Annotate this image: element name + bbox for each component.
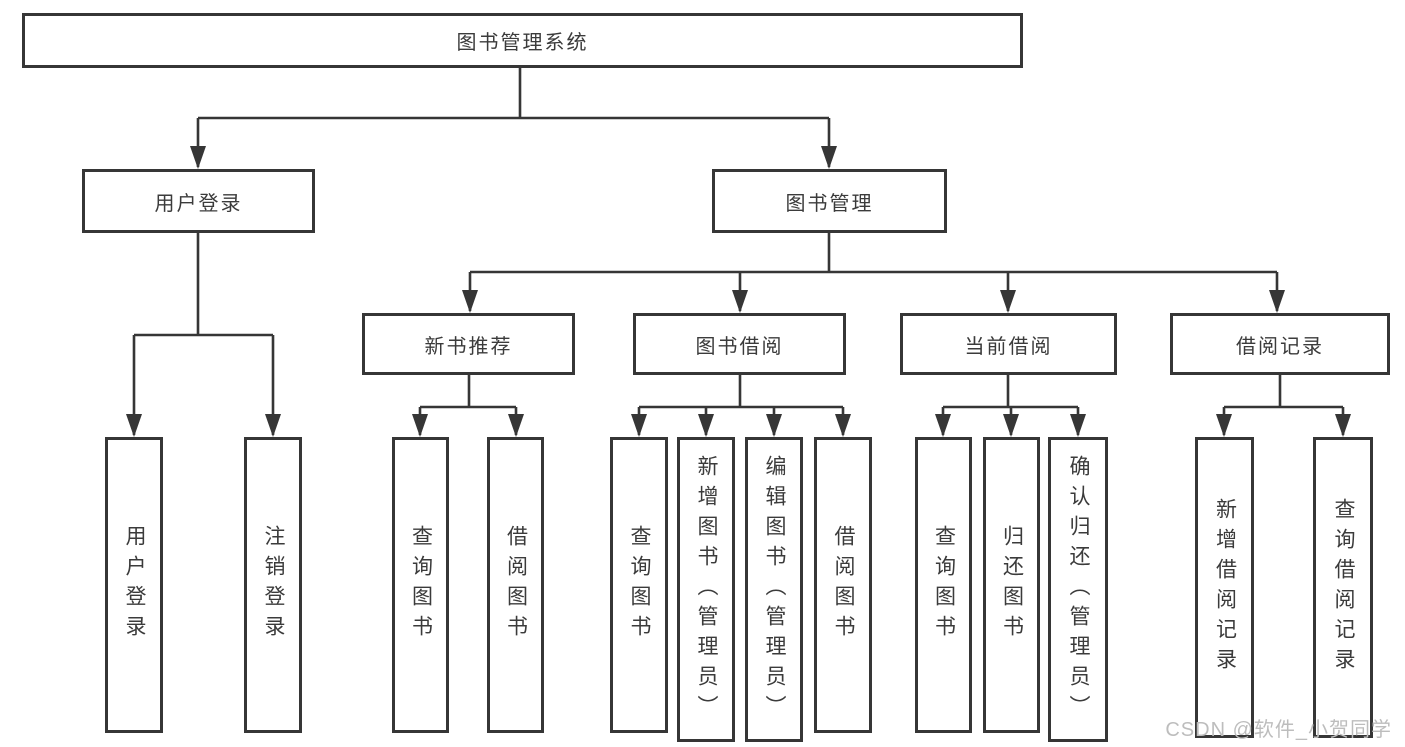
leaf-logout: 注销登录 xyxy=(244,437,302,733)
leaf-label: 查询图书 xyxy=(932,525,956,645)
leaf-current-confirm-return-admin: 确认归还（管理员） xyxy=(1048,437,1108,742)
leaf-label: 查询图书 xyxy=(628,525,651,645)
leaf-newbook-borrow-books: 借阅图书 xyxy=(487,437,544,733)
arrowheads xyxy=(126,146,1351,437)
connector-user-login xyxy=(132,233,275,435)
node-root: 图书管理系统 xyxy=(22,13,1023,68)
leaf-label: 借阅图书 xyxy=(504,525,528,645)
leaf-newbook-query-books: 查询图书 xyxy=(392,437,449,733)
leaf-user-login: 用户登录 xyxy=(105,437,163,733)
leaf-borrow-query-books: 查询图书 xyxy=(610,437,668,733)
leaf-label: 归还图书 xyxy=(1000,525,1024,645)
leaf-label: 查询借阅记录 xyxy=(1332,497,1355,678)
leaf-current-query-books: 查询图书 xyxy=(915,437,972,733)
connector-records xyxy=(1222,375,1345,435)
connector-book-mgmt xyxy=(468,233,1279,311)
leaf-label: 用户登录 xyxy=(123,525,146,645)
node-current-borrow: 当前借阅 xyxy=(900,313,1117,375)
leaf-current-return-books: 归还图书 xyxy=(983,437,1040,733)
node-book-borrow: 图书借阅 xyxy=(633,313,846,375)
leaf-label: 新增借阅记录 xyxy=(1213,497,1237,678)
node-new-book-recommend: 新书推荐 xyxy=(362,313,575,375)
connector-book-borrow xyxy=(637,375,845,435)
connector-new-book xyxy=(418,375,518,435)
leaf-label: 确认归还（管理员） xyxy=(1067,454,1090,725)
node-borrow-records: 借阅记录 xyxy=(1170,313,1390,375)
leaf-records-query-record: 查询借阅记录 xyxy=(1313,437,1373,738)
node-book-management: 图书管理 xyxy=(712,169,947,233)
leaf-label: 借阅图书 xyxy=(832,525,855,645)
leaf-borrow-add-books-admin: 新增图书（管理员） xyxy=(677,437,735,742)
leaf-borrow-borrow-books: 借阅图书 xyxy=(814,437,872,733)
leaf-label: 新增图书（管理员） xyxy=(695,454,718,725)
connector-root xyxy=(196,68,831,167)
leaf-label: 查询图书 xyxy=(409,525,433,645)
leaf-label: 编辑图书（管理员） xyxy=(763,454,786,725)
csdn-watermark: CSDN @软件_小贺同学 xyxy=(1165,719,1392,741)
leaf-records-add-record: 新增借阅记录 xyxy=(1195,437,1254,738)
leaf-label: 注销登录 xyxy=(262,525,285,645)
node-user-login: 用户登录 xyxy=(82,169,315,233)
leaf-borrow-edit-books-admin: 编辑图书（管理员） xyxy=(745,437,803,742)
